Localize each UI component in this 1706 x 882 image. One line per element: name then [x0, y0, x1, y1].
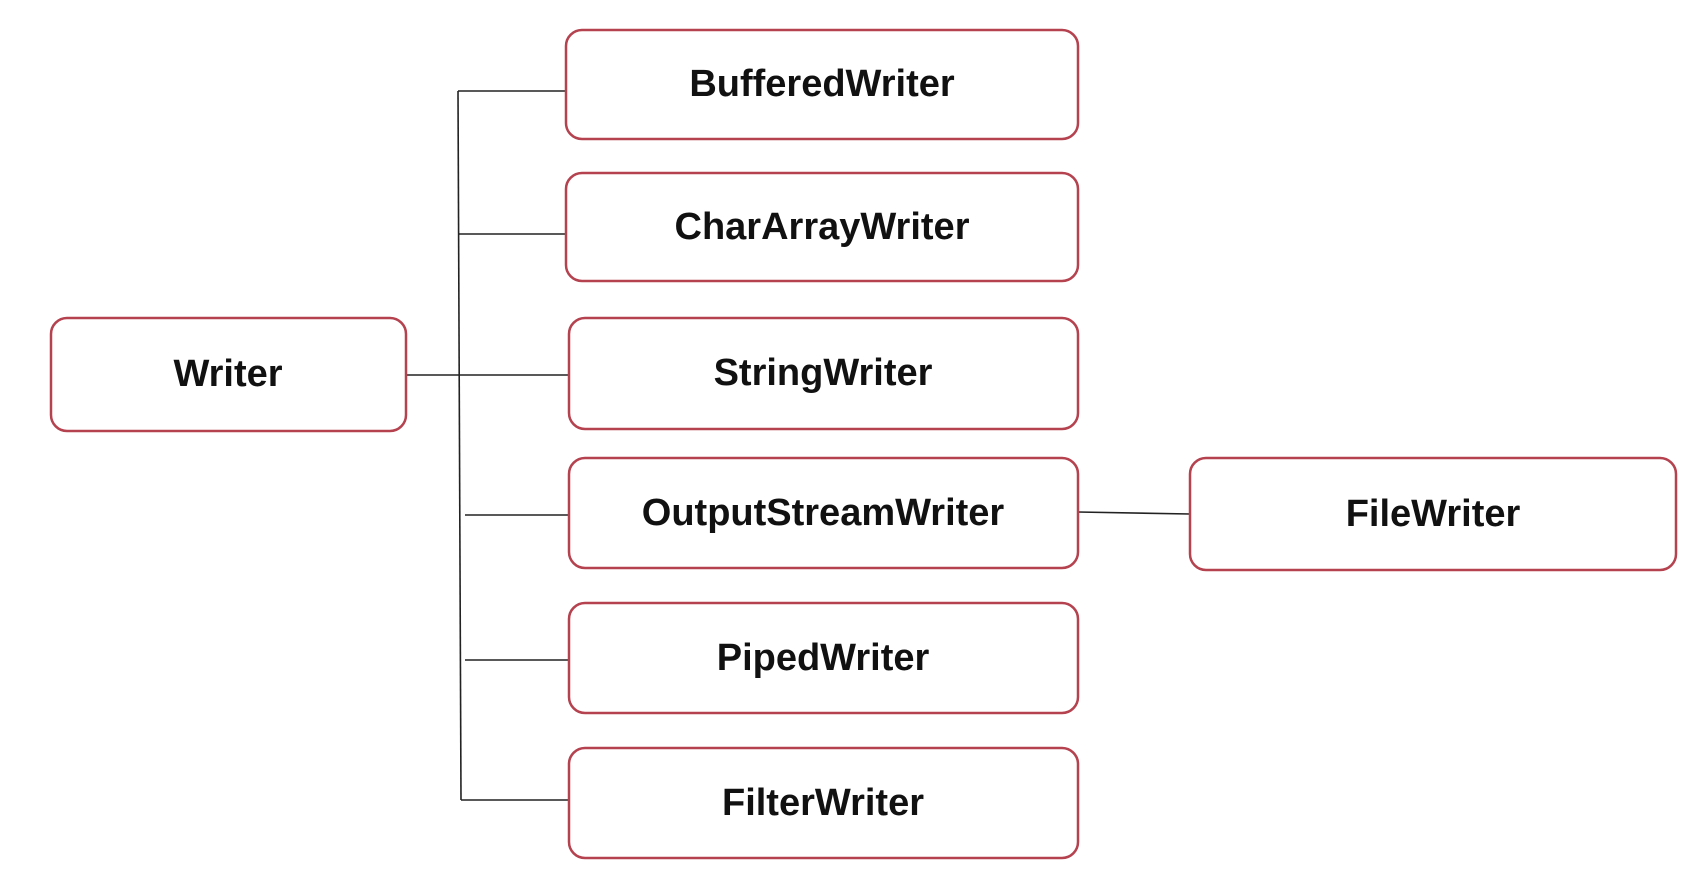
node-filterwriter[interactable]: FilterWriter: [567, 746, 1080, 860]
node-pipedwriter-box: [567, 601, 1080, 715]
node-filewriter[interactable]: FileWriter: [1188, 456, 1678, 572]
node-outputstreamwriter[interactable]: OutputStreamWriter: [567, 456, 1080, 570]
node-bufferedwriter-box: [564, 28, 1080, 141]
node-filterwriter-label: FilterWriter: [722, 782, 924, 824]
node-outputstreamwriter-label: OutputStreamWriter: [642, 492, 1005, 534]
node-pipedwriter[interactable]: PipedWriter: [567, 601, 1080, 715]
node-writer-label: Writer: [173, 353, 282, 395]
node-filterwriter-box: [567, 746, 1080, 860]
node-bufferedwriter-label: BufferedWriter: [689, 63, 955, 105]
node-chararraywriter-box: [564, 171, 1080, 283]
node-filewriter-label: FileWriter: [1346, 493, 1521, 535]
node-writer-box: [49, 316, 408, 433]
node-outputstreamwriter-box: [567, 456, 1080, 570]
node-stringwriter-box: [567, 316, 1080, 431]
node-writer[interactable]: Writer: [49, 316, 408, 433]
connector-filewriter: [1077, 511, 1191, 515]
node-stringwriter[interactable]: StringWriter: [567, 316, 1080, 431]
node-filewriter-box: [1188, 456, 1678, 572]
node-stringwriter-label: StringWriter: [714, 352, 933, 394]
connector-trunk: [457, 90, 462, 801]
node-bufferedwriter[interactable]: BufferedWriter: [564, 28, 1080, 141]
node-chararraywriter[interactable]: CharArrayWriter: [564, 171, 1080, 283]
connectors: [406, 90, 1191, 801]
node-pipedwriter-label: PipedWriter: [717, 637, 930, 679]
node-chararraywriter-label: CharArrayWriter: [675, 206, 970, 248]
